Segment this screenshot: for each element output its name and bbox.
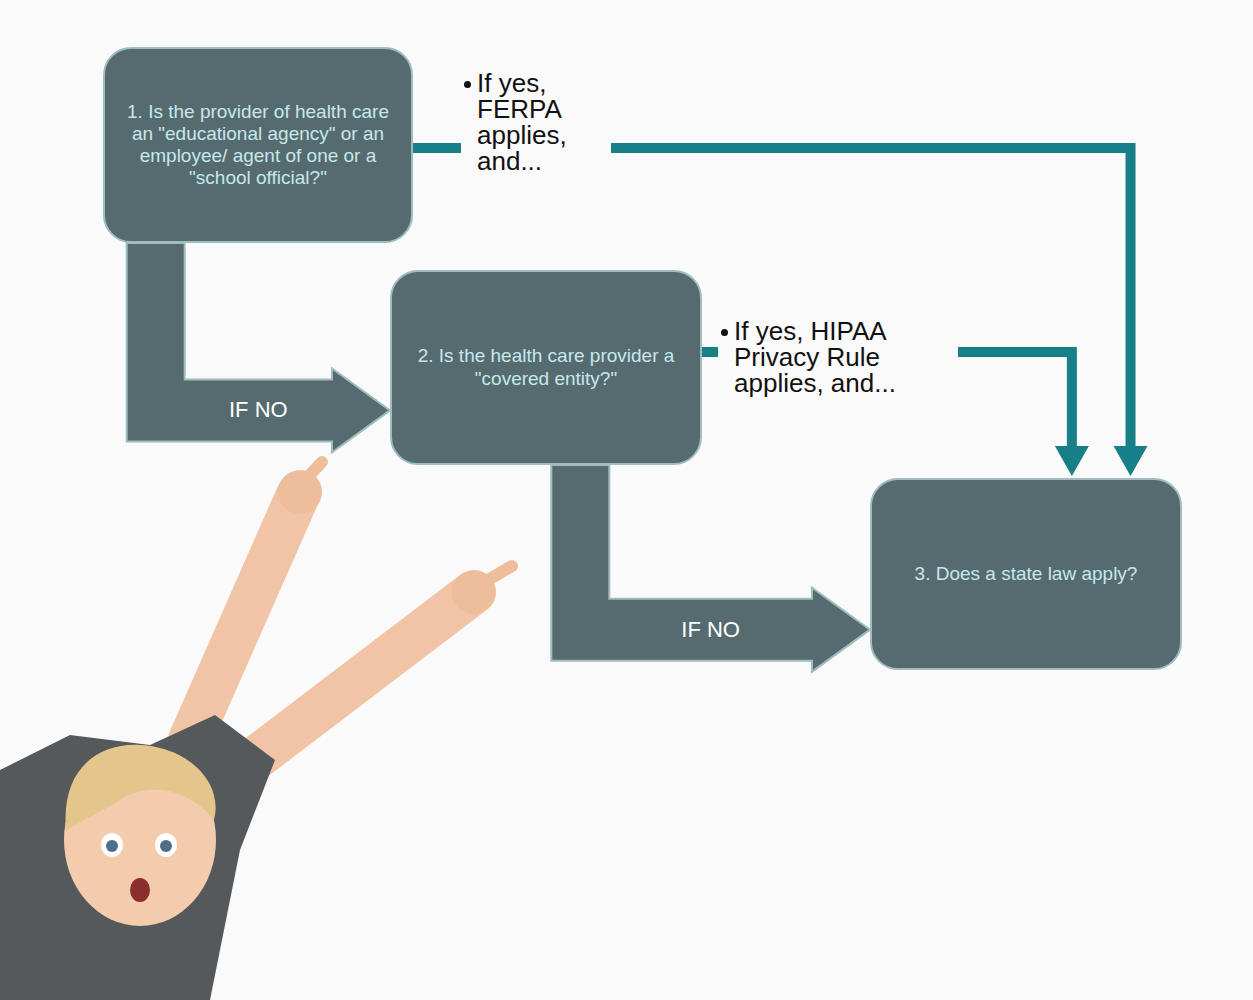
- arm: [190, 495, 298, 740]
- box-content: 3. Does a state law apply?: [890, 563, 1162, 585]
- edge-label-text: If yes, HIPAA Privacy Rule applies, and.…: [734, 318, 954, 396]
- connector: [127, 243, 390, 452]
- hair: [66, 745, 216, 830]
- arrow-label: IF NO: [229, 399, 288, 421]
- boy-figure: [0, 462, 512, 1000]
- box-content: 1. Is the provider of health care an "ed…: [123, 101, 393, 190]
- block-arrow: [127, 243, 390, 452]
- block-arrow: [551, 465, 870, 672]
- arrowhead: [1114, 446, 1148, 476]
- bullet: [721, 329, 728, 336]
- question-box: 2. Is the health care provider a "covere…: [390, 270, 702, 465]
- box-text: 2. Is the health care provider a "covere…: [410, 345, 682, 389]
- arm: [240, 595, 470, 770]
- finger: [488, 566, 512, 580]
- question-box: 3. Does a state law apply?: [870, 478, 1182, 670]
- box-text: 1. Is the provider of health care an "ed…: [123, 101, 393, 190]
- pupil: [160, 840, 172, 852]
- mouth: [130, 878, 150, 902]
- finger: [305, 462, 322, 480]
- box-content: 2. Is the health care provider a "covere…: [410, 345, 682, 389]
- bullet: [464, 81, 471, 88]
- edge-label: If yes, HIPAA Privacy Rule applies, and.…: [718, 316, 958, 398]
- edge-label-text: If yes, FERPA applies, and...: [477, 70, 607, 174]
- edge-label: If yes, FERPA applies, and...: [461, 68, 611, 176]
- connector: [551, 465, 870, 672]
- arrow-label: IF NO: [681, 619, 740, 641]
- eye: [101, 833, 123, 857]
- arrowhead: [1055, 446, 1089, 476]
- eye: [155, 833, 177, 857]
- box-text: 3. Does a state law apply?: [890, 563, 1162, 585]
- question-box: 1. Is the provider of health care an "ed…: [103, 47, 413, 243]
- pupil: [106, 840, 118, 852]
- shirt: [0, 715, 275, 1000]
